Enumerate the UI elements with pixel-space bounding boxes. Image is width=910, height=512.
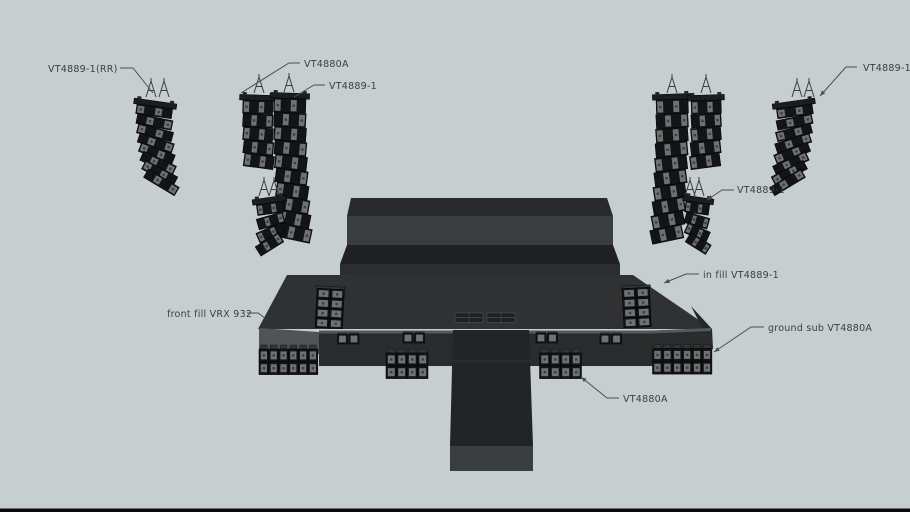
- label-vt4889-1-right-text: VT4889-1(: [863, 63, 910, 74]
- ground-sub-stacks: [258, 344, 713, 379]
- label-vt4880a-top-text: VT4880A: [304, 59, 349, 70]
- label-ground-sub-text: ground sub VT4880A: [768, 323, 872, 334]
- label-in-fill-text: in fill VT4889-1: [703, 270, 779, 281]
- bottom-letterbox-bar: [0, 508, 910, 512]
- ground-sub-stack: [652, 344, 713, 375]
- ground-sub-stack: [258, 344, 319, 375]
- label-in-fill: in fill VT4889-1: [663, 270, 779, 284]
- catwalk-front: [450, 446, 533, 471]
- label-front-fill-text: front fill VRX 932: [167, 309, 252, 320]
- infill-stack: [314, 285, 346, 330]
- label-vt4889-1-rr: VT4889-1(RR): [48, 64, 154, 94]
- mid-riser-top-face: [340, 245, 620, 264]
- infill-stacks: [314, 284, 652, 330]
- annotation-labels: VT4889-1(RR) VT4880A VT4889-1 VT4889-1( VT48…: [48, 59, 910, 405]
- flown-array-outer-left: [133, 78, 180, 197]
- label-vt4889-1-rr-text: VT4889-1(RR): [48, 64, 118, 75]
- flown-main-array-left: [270, 73, 313, 244]
- ground-sub-stack: [539, 348, 582, 379]
- label-front-fill: front fill VRX 932: [167, 309, 266, 320]
- front-fill-wedge-pair: [599, 332, 622, 345]
- top-riser-front-face: [347, 216, 613, 245]
- flown-array-outer-right: [769, 78, 816, 197]
- main-platform-top: [258, 275, 712, 329]
- flown-sub-array-right: [687, 74, 725, 170]
- label-vt4889-1-downfill: VT4889-1: [706, 185, 785, 201]
- front-fill-wedge-pair: [402, 331, 425, 344]
- platform-seam: [261, 273, 351, 328]
- stage-monitor-panel: [486, 312, 516, 323]
- label-vt4889-1-downfill-text: VT4889-1: [737, 185, 785, 196]
- infill-stack: [620, 284, 652, 329]
- top-riser-top-face: [347, 198, 613, 216]
- front-fill-wedge-pair: [337, 332, 360, 345]
- front-fill-wedge-pair: [535, 331, 558, 344]
- downfill-array-right: [682, 177, 715, 255]
- flown-sub-array-left: [239, 74, 277, 170]
- front-fill-wedges: [337, 331, 622, 345]
- label-vt4880a-bottom-text: VT4880A: [623, 394, 668, 405]
- stage-monitor-panel: [454, 312, 484, 323]
- stage-monitor-panels: [454, 312, 516, 323]
- flown-main-array-right: [649, 74, 692, 245]
- mid-riser-front-face: [340, 264, 620, 276]
- label-vt4880a-bottom: VT4880A: [580, 376, 668, 405]
- ground-sub-stack: [385, 348, 429, 379]
- label-vt4889-1-left: VT4889-1: [293, 81, 377, 98]
- apron-top-edge-right: [652, 328, 711, 334]
- label-vt4880a-top: VT4880A: [240, 59, 349, 94]
- label-vt4889-1-right: VT4889-1(: [819, 63, 910, 97]
- label-vt4889-1-left-text: VT4889-1: [329, 81, 377, 92]
- catwalk-top: [450, 330, 533, 446]
- downfill-array-left: [251, 177, 287, 257]
- speaker-systems: [133, 73, 816, 379]
- label-ground-sub: ground sub VT4880A: [713, 323, 872, 353]
